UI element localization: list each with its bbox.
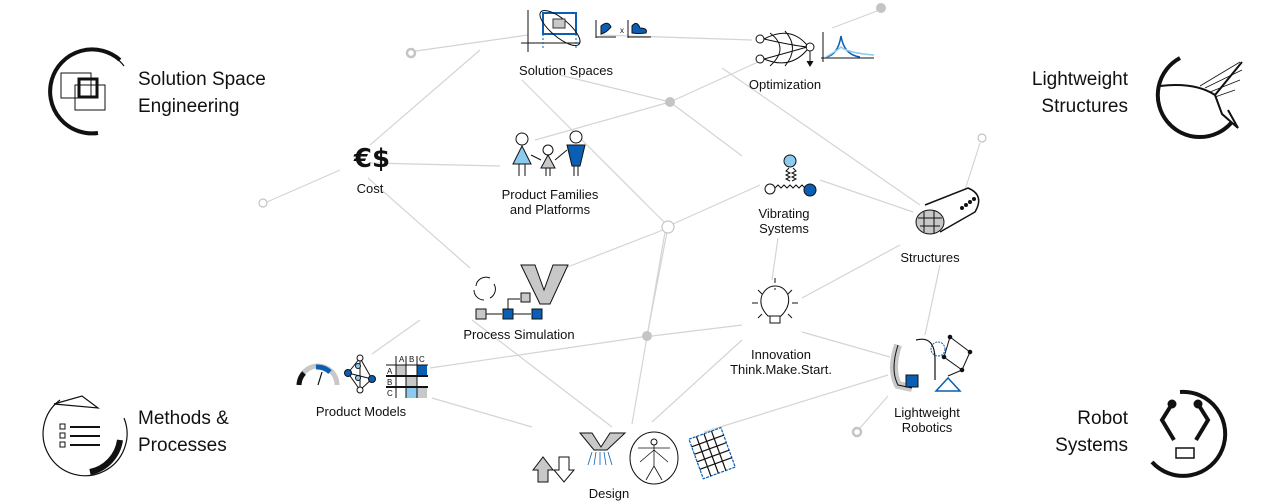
hub-node	[977, 133, 987, 143]
hub-node	[258, 198, 268, 208]
cost-symbol-icon: €$	[353, 144, 391, 174]
process-simulation-icon	[473, 264, 569, 320]
label-line: Product Families	[501, 187, 599, 202]
solution-space-engineering-icon	[48, 47, 125, 136]
hub-node	[661, 220, 675, 234]
hub-node	[851, 426, 863, 438]
matrix-header: A	[399, 355, 405, 364]
hub-node	[642, 331, 652, 341]
matrix-header: B	[387, 378, 393, 387]
corner-methods-processes[interactable]: Methods & Processes	[138, 405, 229, 459]
hub-node	[665, 97, 675, 107]
robot-systems-icon	[1150, 389, 1228, 478]
svg-text:x: x	[620, 26, 624, 35]
topic-structures[interactable]: Structures	[900, 250, 960, 265]
solution-spaces-icon: x	[521, 10, 651, 52]
topic-lightweight-robotics[interactable]: Lightweight Robotics	[894, 405, 960, 435]
label-line: Think.Make.Start.	[730, 362, 832, 377]
label-line: Systems	[759, 221, 809, 236]
methods-processes-icon	[42, 395, 128, 477]
topic-product-models[interactable]: Product Models	[315, 404, 407, 419]
corner-label-line: Engineering	[138, 96, 240, 117]
corner-label-line: Structures	[1041, 96, 1128, 117]
topic-solution-spaces[interactable]: Solution Spaces	[519, 63, 613, 78]
corner-label-line: Systems	[1055, 435, 1128, 456]
label-line: Vibrating	[758, 206, 810, 221]
hub-node	[405, 47, 417, 59]
topic-optimization[interactable]: Optimization	[748, 77, 822, 92]
lightweight-robotics-icon	[890, 334, 973, 392]
corner-label-line: Robot	[1077, 408, 1128, 429]
corner-label-line: Lightweight	[1031, 69, 1128, 90]
corner-label-line: Processes	[138, 435, 227, 456]
vibrating-systems-icon	[764, 154, 817, 197]
matrix-header: B	[409, 355, 415, 364]
corner-label-line: Methods &	[138, 408, 229, 429]
matrix-header: A	[387, 367, 393, 376]
topic-innovation[interactable]: Innovation Think.Make.Start.	[730, 347, 832, 377]
topic-product-families[interactable]: Product Families and Platforms	[502, 187, 599, 217]
design-icon	[531, 426, 737, 485]
product-models-icon	[296, 354, 428, 398]
optimization-icon	[755, 30, 875, 67]
label-line: and Platforms	[509, 202, 591, 217]
topic-cost[interactable]: Cost	[356, 181, 384, 196]
connection-lines	[266, 10, 981, 433]
topic-process-simulation[interactable]: Process Simulation	[463, 327, 575, 342]
matrix-row-headers: A B C	[387, 366, 393, 399]
corner-lightweight-structures[interactable]: Lightweight Structures	[1032, 66, 1128, 120]
label-line: Innovation	[751, 347, 811, 362]
topic-design[interactable]: Design	[588, 486, 630, 501]
topic-vibrating-systems[interactable]: Vibrating Systems	[758, 206, 809, 236]
matrix-header: C	[387, 389, 393, 398]
label-line: Robotics	[901, 420, 953, 435]
corner-label-line: Solution Space	[138, 69, 266, 90]
product-families-icon	[512, 130, 586, 176]
lightweight-structures-icon	[1155, 56, 1243, 140]
corner-solution-space-engineering[interactable]: Solution Space Engineering	[138, 66, 266, 120]
label-line: Lightweight	[894, 405, 960, 420]
matrix-header: C	[419, 355, 425, 364]
lightbulb-icon	[752, 278, 798, 324]
hub-node	[876, 3, 886, 13]
corner-robot-systems[interactable]: Robot Systems	[1055, 405, 1128, 459]
structures-icon	[915, 187, 980, 235]
